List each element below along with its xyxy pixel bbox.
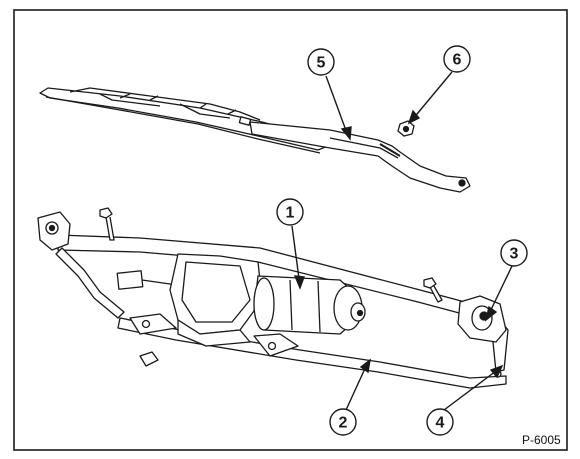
leader-line-6 (411, 71, 453, 121)
small-clip (139, 351, 159, 367)
callout-circle-3 (500, 239, 528, 267)
figure-border (13, 9, 568, 451)
callout-label-3: 3 (510, 246, 519, 263)
callout-label-1: 1 (286, 205, 295, 222)
callout-label-6: 6 (453, 52, 462, 69)
callout-circle-2 (329, 408, 357, 436)
motor-seam (289, 279, 321, 333)
leader-line-5 (325, 75, 349, 137)
callout-label-5: 5 (317, 55, 326, 72)
leader-line-4 (443, 367, 501, 411)
mount-hole (267, 341, 277, 351)
callout-circle-5 (307, 48, 335, 76)
callout-label-2: 2 (339, 415, 348, 432)
callout-labels: 1 2 3 4 5 6 (286, 52, 519, 432)
gearbox-base (177, 319, 251, 347)
arrowhead (293, 275, 305, 290)
figure-reference-code: P-6005 (522, 433, 561, 447)
arm-spring (379, 143, 401, 157)
motor-endcap (253, 277, 275, 331)
wiper-blade-rubber (45, 96, 321, 154)
callout-circle-6 (443, 45, 471, 73)
callout-circle-1 (276, 198, 304, 226)
mounting-bracket (129, 313, 177, 335)
callout-label-4: 4 (436, 415, 445, 432)
frame-bar-lower (117, 317, 507, 389)
left-pivot-shaft (48, 224, 56, 232)
nut (397, 120, 415, 137)
mount-hole (141, 319, 151, 329)
arm-pivot-hole (458, 179, 466, 187)
arrowhead (407, 109, 421, 125)
wiper-arm (249, 121, 471, 193)
bolt (423, 277, 443, 303)
wiper-blade-yoke (69, 87, 261, 121)
arrowhead (489, 364, 504, 379)
wiper-linkage (37, 207, 509, 389)
leader-line-3 (487, 265, 513, 317)
wiper-blade (39, 87, 329, 151)
callout-circle-4 (426, 408, 454, 436)
arrowhead (359, 358, 371, 374)
electrical-connector (116, 270, 144, 290)
callouts (276, 45, 528, 436)
wiper-arm-and-blade (39, 87, 471, 193)
motor-shaft (356, 309, 364, 317)
arrowhead (484, 305, 498, 322)
gearbox-cover (181, 261, 251, 323)
left-link-arm (55, 247, 125, 319)
bolt (99, 207, 115, 241)
wiper-arm-edge (329, 137, 399, 159)
arrowhead (340, 126, 352, 141)
